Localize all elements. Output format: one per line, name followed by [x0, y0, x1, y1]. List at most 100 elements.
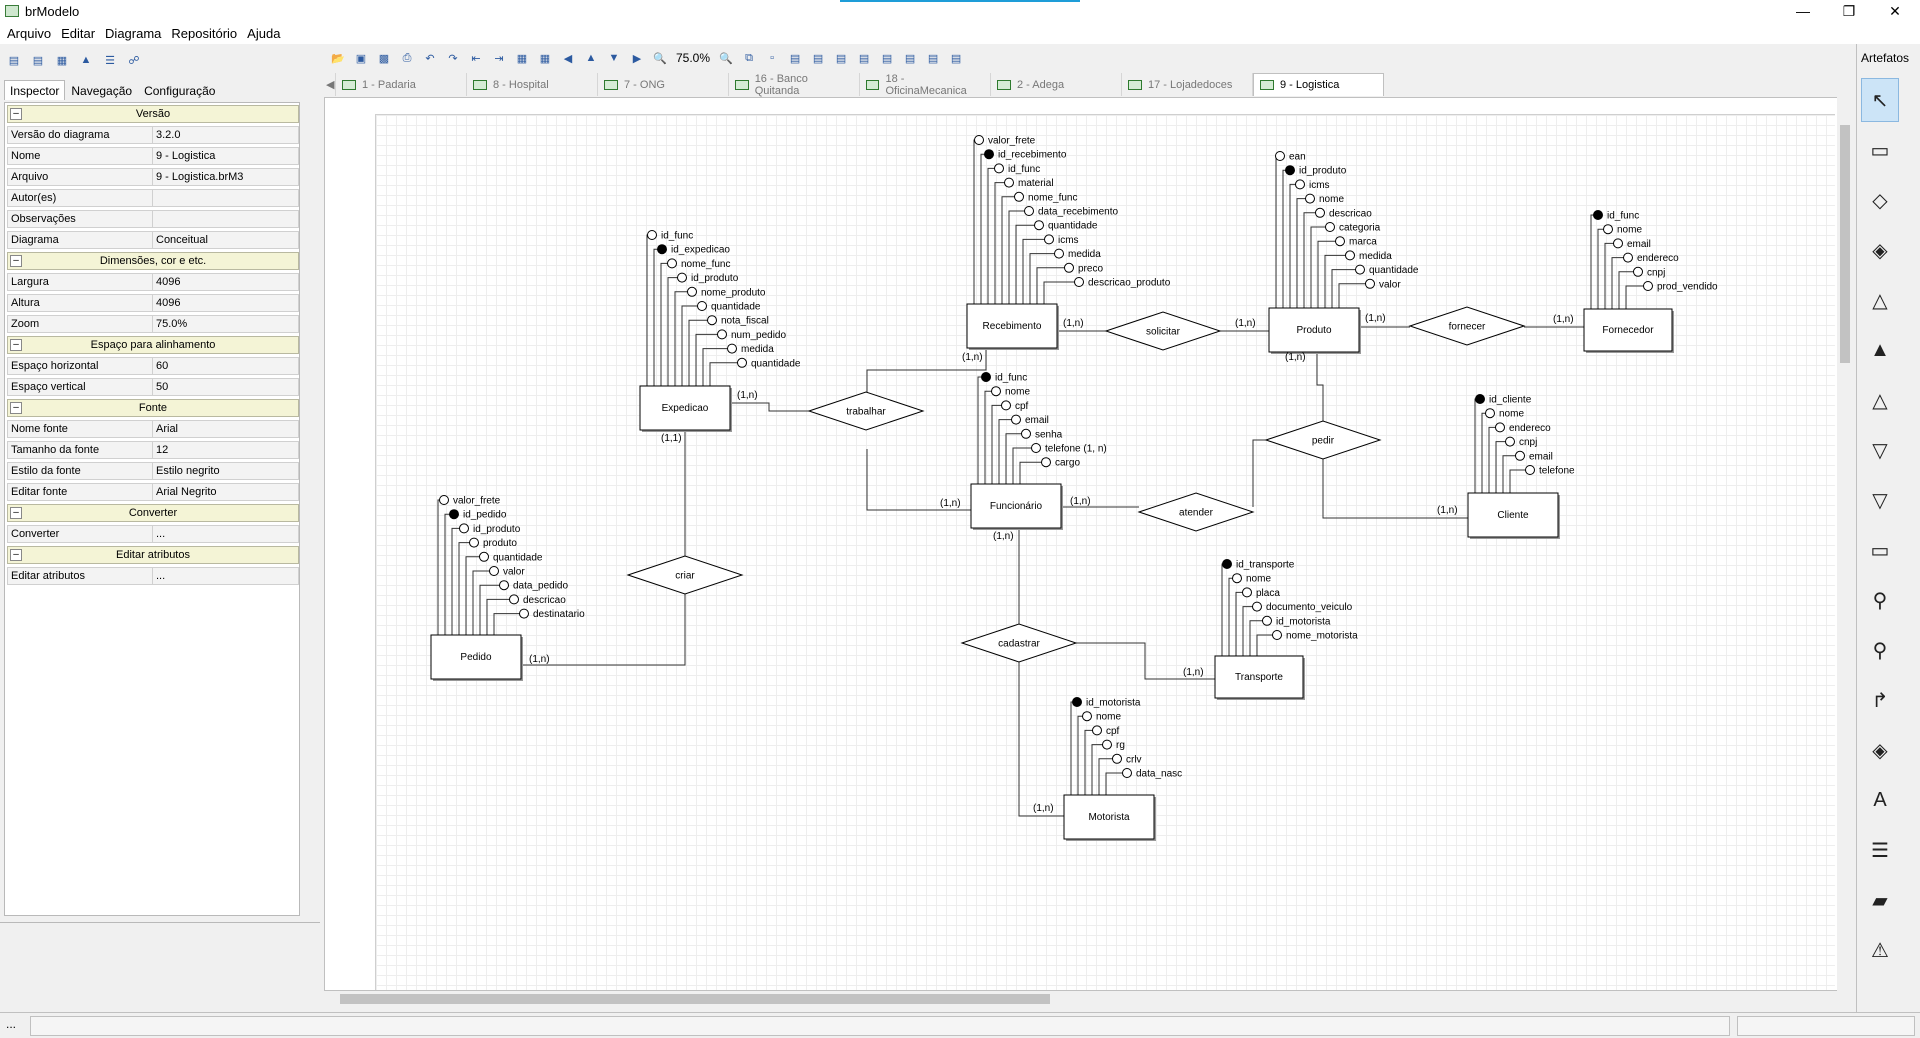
attribute-marker[interactable] [1112, 753, 1122, 764]
attribute-marker[interactable] [489, 566, 499, 576]
connector-tool-icon[interactable]: ↱ [1871, 689, 1889, 712]
tree-collapse-icon[interactable]: ▤ [32, 54, 44, 67]
attribute-marker[interactable] [1272, 630, 1282, 640]
property-value[interactable]: ... [153, 567, 299, 585]
attribute-marker[interactable] [1355, 264, 1365, 275]
zoom-in-icon[interactable]: 🔍 [719, 52, 733, 65]
relationship-atender[interactable] [1137, 492, 1255, 532]
property-value[interactable] [153, 210, 299, 228]
entity-funcionario[interactable] [970, 483, 1062, 529]
tab-configuracao[interactable]: Configuração [144, 84, 216, 98]
attribute-marker[interactable] [1102, 739, 1112, 750]
undo-icon[interactable]: ↶ [425, 52, 435, 65]
zoom-out-icon[interactable]: 🔍 [653, 52, 667, 65]
primary-key-attribute[interactable] [1475, 394, 1485, 404]
attribute-marker[interactable] [1082, 711, 1092, 722]
property-value[interactable]: Estilo negrito [153, 462, 299, 480]
vertical-scroll-thumb[interactable] [1840, 125, 1850, 363]
horizontal-scrollbar[interactable] [324, 991, 1840, 1007]
menu-ajuda[interactable]: Ajuda [247, 25, 281, 41]
attribute-marker[interactable] [727, 343, 737, 354]
attribute-marker[interactable] [687, 286, 697, 297]
attribute-marker[interactable] [1122, 768, 1132, 778]
attribute-marker[interactable] [519, 608, 529, 619]
entity-motorista[interactable] [1063, 794, 1155, 840]
tree-node-icon[interactable]: ▲ [80, 54, 92, 66]
relationship-cadastrar[interactable] [960, 623, 1078, 663]
collapse-icon[interactable]: – [10, 108, 22, 120]
section-header[interactable]: –Editar atributos [7, 546, 299, 564]
property-value[interactable]: Conceitual [153, 231, 299, 249]
relationship-fornecer[interactable] [1408, 306, 1526, 346]
property-value[interactable]: 9 - Logistica.brM3 [153, 168, 299, 186]
specialization-tool-icon[interactable]: △ [1872, 289, 1888, 312]
primary-key-attribute[interactable] [1593, 210, 1603, 220]
pointer-tool-icon[interactable]: ↖ [1861, 78, 1899, 122]
relationship-solicitar[interactable] [1104, 311, 1222, 351]
fill-tool-icon[interactable]: ◈ [1872, 739, 1888, 762]
redo-icon[interactable]: ↷ [448, 52, 458, 65]
attribute-marker[interactable] [1262, 615, 1272, 626]
tab-document[interactable]: 9 - Logistica [1253, 73, 1384, 96]
tree-expand-icon[interactable]: ▤ [8, 54, 20, 67]
specialization-multi-tool-icon[interactable]: △ [1872, 389, 1888, 412]
attribute-marker[interactable] [1505, 436, 1515, 447]
primary-key-attribute[interactable] [984, 149, 994, 160]
associative-entity-tool-icon[interactable]: ◈ [1872, 239, 1888, 262]
align-bottom-icon[interactable]: ▤ [835, 52, 847, 65]
attribute-marker[interactable] [1001, 400, 1011, 411]
self-relationship-tool-icon[interactable]: ▭ [1870, 539, 1890, 562]
entity-produto[interactable] [1268, 307, 1360, 353]
property-value[interactable]: Arial Negrito [153, 483, 299, 501]
inspector-scrollbar[interactable] [300, 102, 316, 916]
attribute-marker[interactable] [479, 551, 489, 562]
attribute-marker[interactable] [697, 301, 707, 311]
attribute-marker[interactable] [1064, 262, 1074, 273]
property-value[interactable]: 4096 [153, 273, 299, 291]
attribute-marker[interactable] [994, 163, 1004, 174]
attribute-marker[interactable] [1004, 177, 1014, 188]
attribute-marker[interactable] [677, 272, 687, 283]
attribute-marker[interactable] [1295, 179, 1305, 190]
attribute-marker[interactable] [667, 258, 677, 269]
attribute-marker[interactable] [1325, 222, 1335, 232]
attribute-marker[interactable] [647, 230, 657, 240]
align-left-icon[interactable]: ⇤ [471, 52, 481, 65]
move-right-icon[interactable]: ▶ [632, 52, 642, 65]
collapse-icon[interactable]: – [10, 549, 22, 561]
attribute-marker[interactable] [1275, 151, 1285, 161]
collapse-icon[interactable]: – [10, 339, 22, 351]
property-value[interactable]: ... [153, 525, 299, 543]
text-tool-icon[interactable]: A [1873, 788, 1887, 811]
primary-key-attribute[interactable] [449, 509, 459, 520]
property-value[interactable]: 60 [153, 357, 299, 375]
attribute-marker[interactable] [974, 135, 984, 145]
attribute-marker[interactable] [1525, 465, 1535, 475]
attribute-marker[interactable] [1092, 725, 1102, 736]
move-left-icon[interactable]: ◀ [563, 52, 573, 65]
property-value[interactable]: 9 - Logistica [153, 147, 299, 165]
attribute-marker[interactable] [1014, 191, 1024, 202]
attribute-marker[interactable] [459, 523, 469, 534]
same-width-icon[interactable]: ▤ [904, 52, 916, 65]
tab-document[interactable]: 18 - OficinaMecanica [860, 73, 991, 97]
horizontal-scroll-thumb[interactable] [340, 994, 1050, 1004]
menu-repositorio[interactable]: Repositório [171, 25, 238, 41]
tree-link-icon[interactable]: ☍ [128, 54, 140, 67]
property-value[interactable] [153, 189, 299, 207]
paste-icon[interactable]: ▫ [770, 52, 774, 64]
tab-document[interactable]: 1 - Padaria [336, 73, 467, 96]
attribute-marker[interactable] [1315, 207, 1325, 218]
attribute-marker[interactable] [1485, 408, 1495, 419]
print-icon[interactable]: ⎙ [402, 51, 412, 64]
attribute-marker[interactable] [1603, 224, 1613, 235]
section-header[interactable]: –Converter [7, 504, 299, 522]
attribute-marker[interactable] [991, 386, 1001, 397]
tree-structure-icon[interactable]: ▦ [56, 54, 68, 67]
attribute-marker[interactable] [1335, 236, 1345, 247]
tab-document[interactable]: 17 - Lojadedoces [1122, 73, 1253, 96]
distribute-h-icon[interactable]: ▤ [881, 52, 893, 65]
primary-key-attribute[interactable] [657, 244, 667, 255]
attribute-marker[interactable] [1054, 248, 1064, 259]
attribute-marker[interactable] [1345, 250, 1355, 261]
